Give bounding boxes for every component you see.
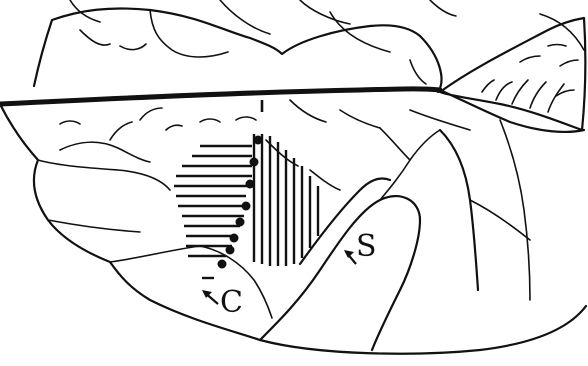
label-c: C	[220, 285, 243, 320]
horizontal-hatching	[174, 146, 252, 256]
vertical-hatching	[254, 134, 318, 266]
arrow-up-left-icon	[202, 278, 218, 304]
label-s: S	[356, 229, 377, 264]
cerebellum-shaded	[440, 18, 585, 130]
longitudinal-fissure	[0, 89, 440, 104]
temporal-gyri	[200, 100, 530, 350]
cerebrum-upper-contour	[34, 0, 584, 92]
central-fissure-dots	[218, 100, 263, 269]
label-s-group: S	[344, 229, 377, 264]
label-c-group: C	[202, 278, 243, 320]
arrow-up-left-icon	[344, 250, 356, 264]
